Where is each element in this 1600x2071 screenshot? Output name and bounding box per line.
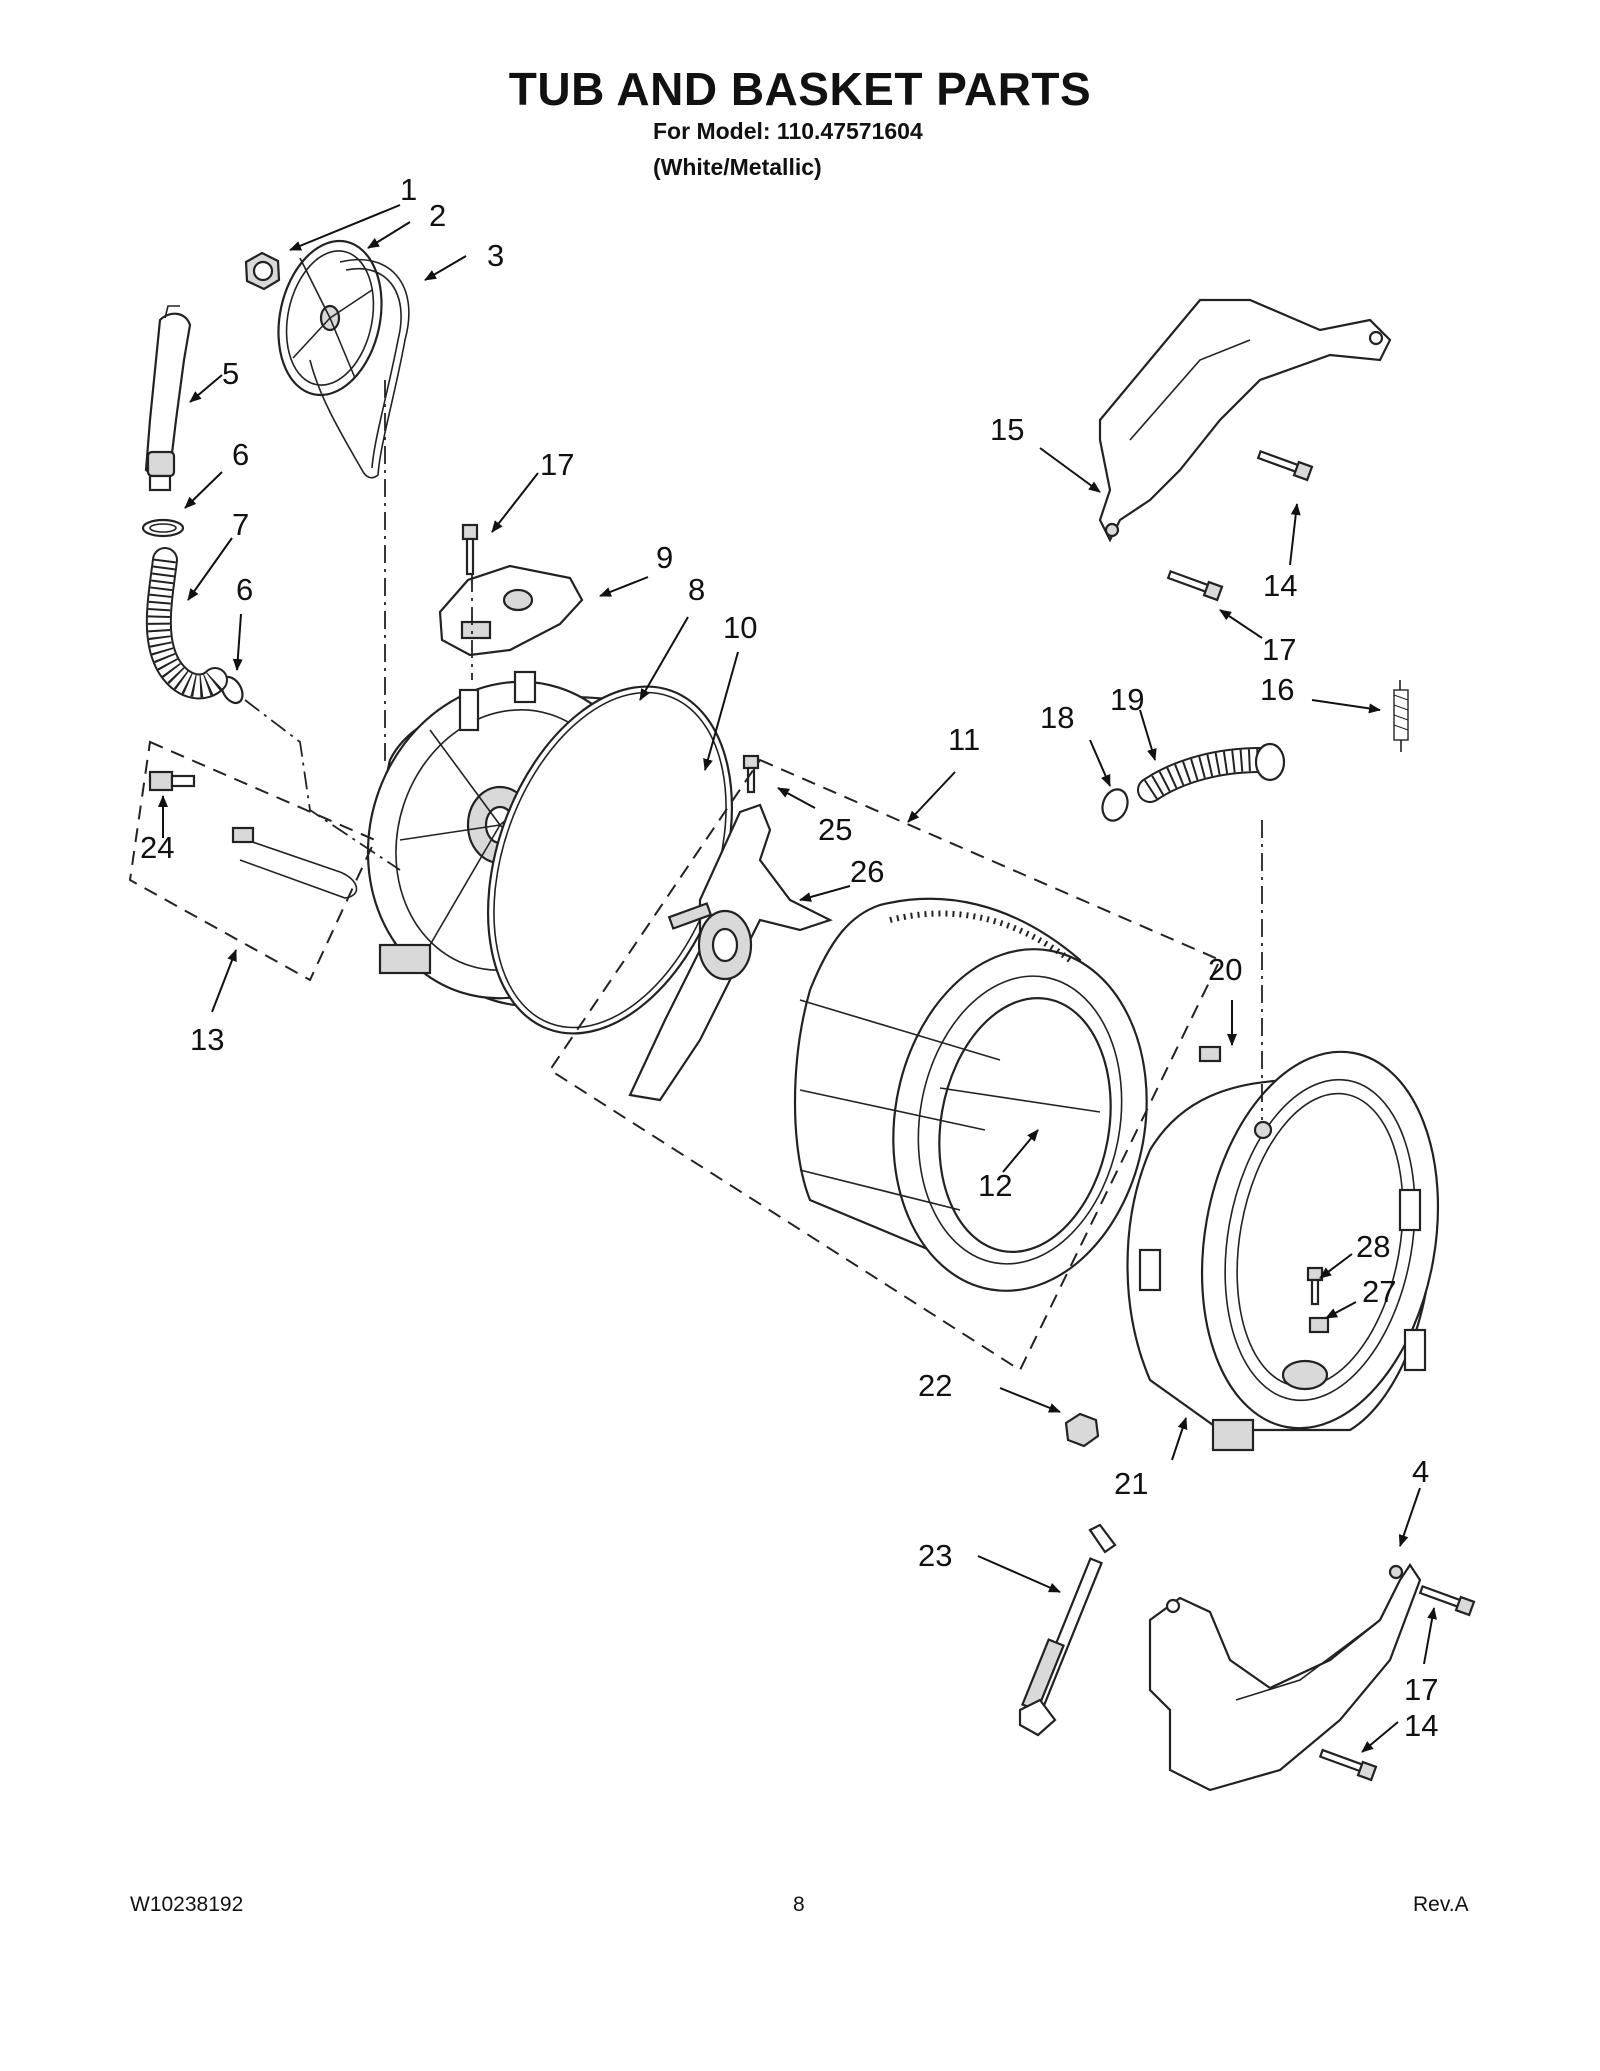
- part-clamp-upper: [141, 518, 185, 538]
- part-screw-17-right: [1166, 569, 1224, 602]
- model-number: For Model: 110.47571604: [653, 118, 923, 144]
- callout-1: 1: [400, 172, 417, 207]
- part-shock-absorber: [1018, 1523, 1117, 1737]
- part-corrugated-hose: [145, 547, 228, 700]
- callout-25: 25: [818, 812, 852, 847]
- part-bracket-27: [1308, 1316, 1330, 1334]
- callout-11: 11: [948, 722, 980, 757]
- callout-2: 2: [429, 198, 446, 233]
- callout-3: 3: [487, 238, 504, 273]
- callout-24: 24: [140, 830, 174, 865]
- callout-13: 13: [190, 1022, 224, 1057]
- callout-22: 22: [918, 1368, 952, 1403]
- part-spider: [628, 803, 833, 1102]
- callout-18: 18: [1040, 700, 1074, 735]
- callout-9: 9: [656, 540, 673, 575]
- model-variant: (White/Metallic): [653, 154, 822, 180]
- part-clip-22: [1064, 1412, 1100, 1448]
- document-number: W10238192: [130, 1893, 244, 1916]
- callout-26: 26: [850, 854, 884, 889]
- part-lower-counterweight: [1148, 1563, 1422, 1792]
- part-screw-14-lower: [1318, 1748, 1378, 1782]
- part-heater: [231, 826, 358, 899]
- part-screw-17-lower: [1418, 1584, 1476, 1617]
- callout-10: 10: [723, 610, 757, 645]
- part-bracket: [438, 564, 584, 657]
- callout-8: 8: [688, 572, 705, 607]
- leader-lines: [158, 204, 1437, 1753]
- callout-4: 4: [1412, 1454, 1429, 1489]
- part-clamp-18: [1101, 788, 1129, 822]
- part-upper-counterweight: [1098, 298, 1392, 543]
- part-13-group-outline: [128, 740, 377, 982]
- part-sensor: [148, 770, 196, 792]
- page-title: TUB AND BASKET PARTS: [508, 63, 1092, 115]
- part-nut: [244, 251, 281, 291]
- part-belt: [309, 258, 410, 479]
- alignment-lines: [244, 380, 1263, 1120]
- callout-21: 21: [1114, 1466, 1148, 1501]
- callout-23: 23: [918, 1538, 952, 1573]
- part-screw-14-upper: [1256, 449, 1314, 482]
- callout-17-upper: 17: [540, 447, 574, 482]
- part-front-tub: [1126, 1050, 1440, 1452]
- callout-6-upper: 6: [232, 437, 249, 472]
- part-spring: [1393, 680, 1409, 752]
- callout-14-upper: 14: [1263, 568, 1297, 603]
- revision-label: Rev.A: [1413, 1893, 1469, 1916]
- callout-numbers: 1 2 3 5 6 7 6 17 9 8 10 11 25 26 24 13 1…: [140, 172, 1438, 1743]
- callout-20: 20: [1208, 952, 1242, 987]
- page-number: 8: [793, 1893, 805, 1916]
- part-basket: [793, 897, 1148, 1292]
- part-pulley: [277, 239, 383, 397]
- callout-6-lower: 6: [236, 572, 253, 607]
- part-vent-hose: [1137, 742, 1286, 803]
- callout-16: 16: [1260, 672, 1294, 707]
- callout-17-lower: 17: [1404, 1672, 1438, 1707]
- callout-17-right: 17: [1262, 632, 1296, 667]
- callout-14-lower: 14: [1404, 1708, 1438, 1743]
- part-clip-20: [1198, 1045, 1222, 1063]
- callout-19: 19: [1110, 682, 1144, 717]
- part-pump-hose: [144, 305, 192, 492]
- callout-5: 5: [222, 356, 239, 391]
- callout-12: 12: [978, 1168, 1012, 1203]
- callout-28: 28: [1356, 1229, 1390, 1264]
- callout-15: 15: [990, 412, 1024, 447]
- part-screw-17-upper: [461, 523, 479, 576]
- part-11-group-outline: [548, 758, 1222, 1372]
- callout-27: 27: [1362, 1274, 1396, 1309]
- callout-7: 7: [232, 507, 249, 542]
- part-screw-25: [742, 754, 760, 794]
